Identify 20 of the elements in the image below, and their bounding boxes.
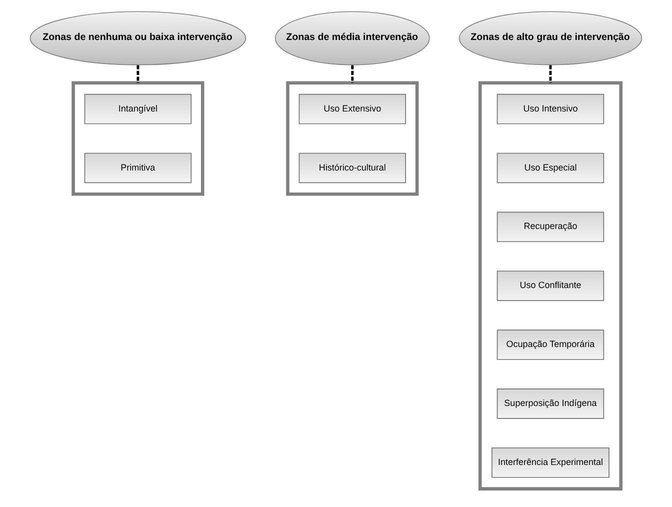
node-box: Uso Especial xyxy=(496,152,604,184)
cluster xyxy=(286,81,419,196)
node-box: Uso Extensivo xyxy=(298,94,406,124)
node-box: Histórico-cultural xyxy=(298,152,406,184)
node-ellipse: Zonas de média intervenção xyxy=(274,11,430,66)
node-box: Recuperação xyxy=(496,212,604,242)
node-box: Interferência Experimental xyxy=(492,447,610,478)
node-box: Uso Intensivo xyxy=(496,94,604,124)
node-box: Ocupação Temporária xyxy=(496,330,604,360)
cluster xyxy=(478,81,622,490)
node-box: Superposição Indígena xyxy=(496,388,604,419)
connector xyxy=(136,65,140,83)
node-box: Intangível xyxy=(84,94,192,124)
node-box: Primitiva xyxy=(84,152,192,184)
connector xyxy=(351,65,354,83)
connector xyxy=(549,65,552,83)
cluster xyxy=(72,81,204,196)
node-ellipse: Zonas de nenhuma ou baixa intervenção xyxy=(30,11,246,66)
node-ellipse: Zonas de alto grau de intervenção xyxy=(458,11,642,66)
node-box: Uso Conflitante xyxy=(496,270,604,301)
